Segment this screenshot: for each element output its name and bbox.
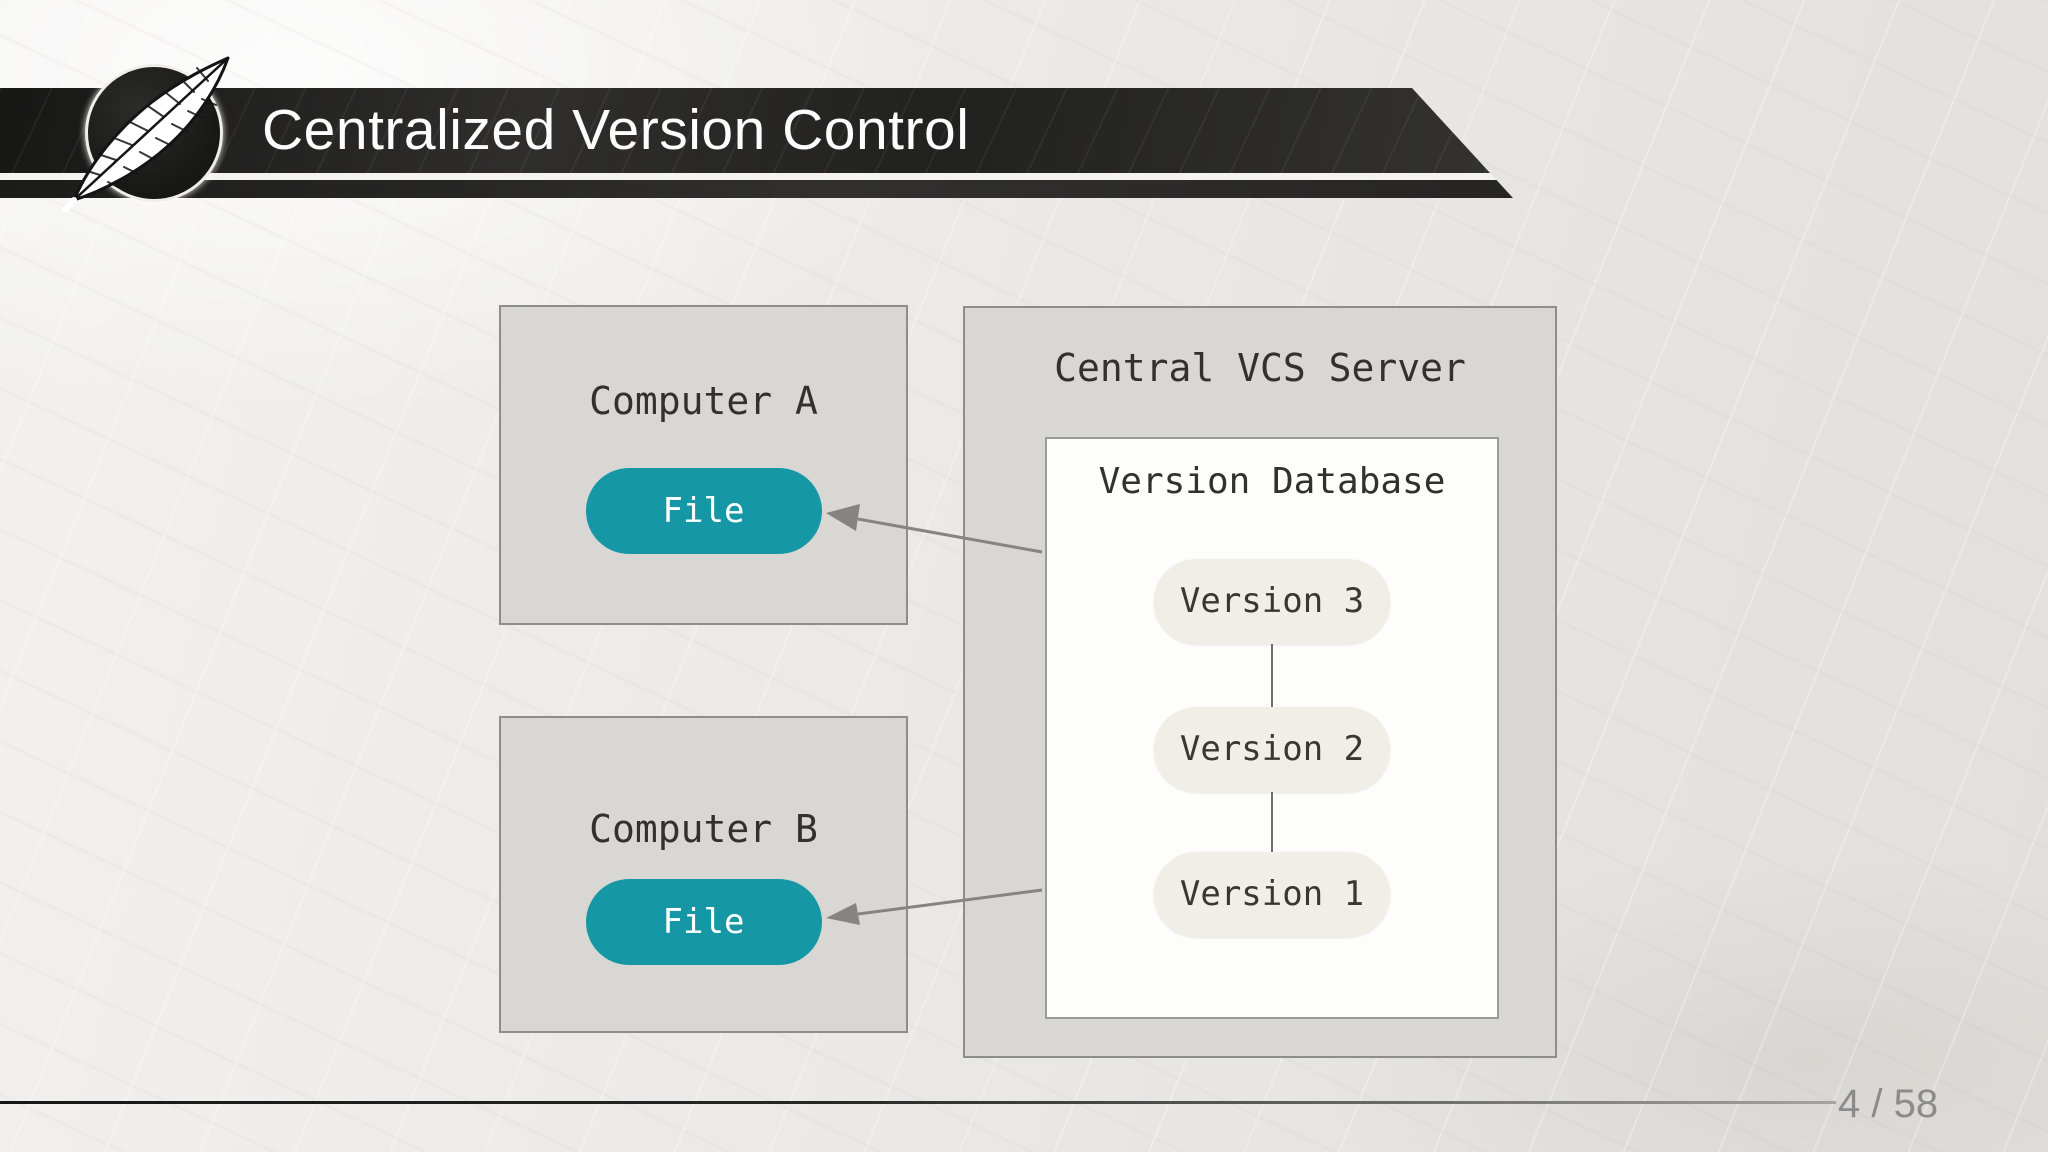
computer-a-title: Computer A bbox=[589, 379, 818, 423]
computer-a-file-node: File bbox=[585, 468, 822, 554]
footer-rule bbox=[0, 1101, 1836, 1104]
version-connector-3-2 bbox=[1271, 644, 1273, 707]
slide-title: Centralized Version Control bbox=[262, 98, 970, 162]
computer-a-box: Computer A File bbox=[499, 305, 908, 625]
header-banner-main-stripe bbox=[0, 88, 1513, 173]
version-2-node: Version 2 bbox=[1154, 707, 1390, 792]
version-database-title: Version Database bbox=[1098, 461, 1446, 502]
page-number: 4 / 58 bbox=[1838, 1082, 1939, 1126]
central-vcs-server-title: Central VCS Server bbox=[1054, 346, 1466, 390]
quill-feather-icon bbox=[61, 56, 230, 212]
computer-b-title: Computer B bbox=[589, 807, 818, 851]
version-3-node: Version 3 bbox=[1154, 559, 1390, 644]
version-connector-2-1 bbox=[1271, 792, 1273, 852]
header-banner-gap-line bbox=[0, 173, 1513, 180]
computer-b-box: Computer B File bbox=[499, 716, 908, 1033]
version-1-node: Version 1 bbox=[1154, 852, 1390, 937]
header-banner: Centralized Version Control bbox=[0, 88, 1513, 198]
central-vcs-server-box: Central VCS Server Version Database Vers… bbox=[963, 306, 1557, 1058]
version-database-box: Version Database Version 3 Version 2 Ver… bbox=[1045, 437, 1499, 1019]
header-banner-thin-stripe bbox=[0, 180, 1513, 198]
computer-b-file-node: File bbox=[585, 879, 822, 965]
